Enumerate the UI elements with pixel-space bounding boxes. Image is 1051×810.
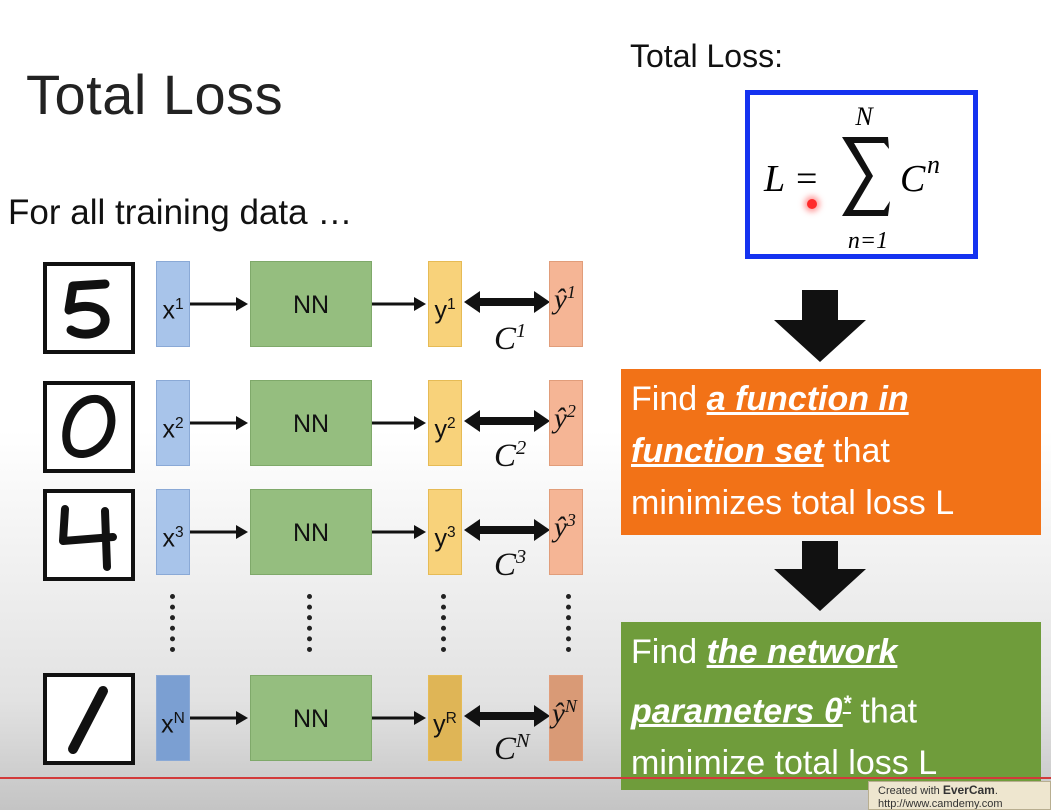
input-x2: x2 bbox=[156, 380, 190, 466]
step-find-parameters: Find the network parameters θ* that mini… bbox=[621, 622, 1041, 790]
arrow-nn-to-y bbox=[372, 297, 426, 311]
ellipsis-vertical bbox=[170, 594, 176, 652]
arrow-nn-to-y bbox=[372, 416, 426, 430]
video-progress-line bbox=[0, 777, 1051, 779]
digit-image-5 bbox=[43, 262, 135, 354]
nn-block: NN bbox=[250, 489, 372, 575]
target-yhat2-box bbox=[549, 380, 583, 466]
cost-label-cN: CN bbox=[494, 730, 530, 767]
digit-image-1 bbox=[43, 673, 135, 765]
sum-lower-limit: n=1 bbox=[848, 228, 888, 254]
term-exponent: n bbox=[927, 150, 940, 179]
ellipsis-vertical bbox=[441, 594, 447, 652]
cost-double-arrow bbox=[464, 291, 550, 313]
target-yhat3: ŷ3 bbox=[554, 510, 576, 544]
target-yhat2: ŷ2 bbox=[554, 401, 576, 435]
arrow-x-to-nn bbox=[190, 711, 248, 725]
input-x1: x1 bbox=[156, 261, 190, 347]
formula-heading: Total Loss: bbox=[630, 38, 783, 74]
arrow-nn-to-y bbox=[372, 525, 426, 539]
step-find-function: Find a function in function set that min… bbox=[621, 369, 1041, 535]
output-y3: y3 bbox=[428, 489, 462, 575]
evercam-watermark: Created with EverCam. http://www.camdemy… bbox=[868, 781, 1051, 810]
down-arrow-icon bbox=[774, 290, 866, 362]
target-yhat1: ŷ1 bbox=[554, 282, 576, 316]
cost-double-arrow bbox=[464, 519, 550, 541]
summation-sign bbox=[842, 137, 890, 216]
laser-pointer-dot bbox=[807, 199, 817, 209]
ellipsis-vertical bbox=[566, 594, 572, 652]
sum-upper-limit: N bbox=[854, 102, 874, 131]
arrow-x-to-nn bbox=[190, 297, 248, 311]
cost-label-c2: C2 bbox=[494, 437, 527, 474]
slide-subtitle: For all training data … bbox=[8, 193, 353, 232]
arrow-x-to-nn bbox=[190, 525, 248, 539]
target-yhatN: ŷN bbox=[552, 696, 577, 730]
formula-box: L = N n=1 C n bbox=[745, 90, 978, 259]
nn-block: NN bbox=[250, 380, 372, 466]
formula-equals: = bbox=[796, 158, 817, 200]
down-arrow-icon bbox=[774, 541, 866, 611]
cost-double-arrow bbox=[464, 705, 550, 727]
target-yhat3-box bbox=[549, 489, 583, 575]
digit-image-0 bbox=[43, 381, 135, 473]
input-x3: x3 bbox=[156, 489, 190, 575]
output-yR: yR bbox=[428, 675, 462, 761]
target-yhat1-box bbox=[549, 261, 583, 347]
input-xN: xN bbox=[156, 675, 190, 761]
formula-lhs: L bbox=[763, 158, 785, 200]
nn-block: NN bbox=[250, 675, 372, 761]
arrow-x-to-nn bbox=[190, 416, 248, 430]
ellipsis-vertical bbox=[307, 594, 313, 652]
cost-label-c1: C1 bbox=[494, 320, 527, 357]
total-loss-formula: L = N n=1 C n bbox=[763, 102, 940, 254]
target-yhatN-box bbox=[549, 675, 583, 761]
nn-block: NN bbox=[250, 261, 372, 347]
digit-image-4 bbox=[43, 489, 135, 581]
arrow-nn-to-y bbox=[372, 711, 426, 725]
cost-label-c3: C3 bbox=[494, 546, 527, 583]
cost-double-arrow bbox=[464, 410, 550, 432]
term-base: C bbox=[900, 158, 926, 200]
output-y1: y1 bbox=[428, 261, 462, 347]
slide-title: Total Loss bbox=[26, 63, 284, 126]
output-y2: y2 bbox=[428, 380, 462, 466]
